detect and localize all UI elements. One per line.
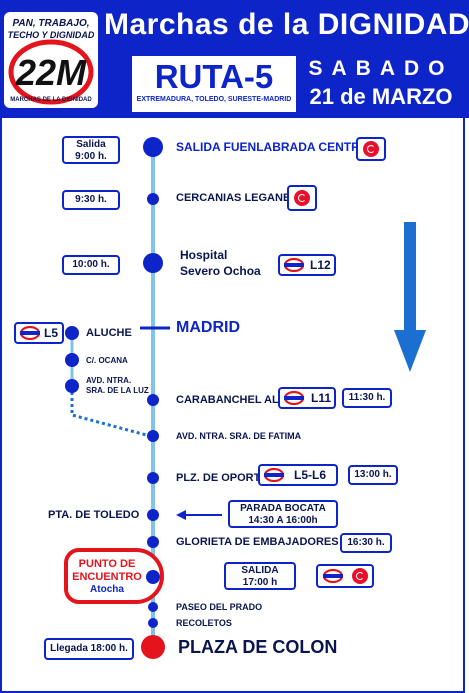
logo-line-2: TECHO Y DIGNIDAD bbox=[8, 30, 95, 40]
time-box-embajadores: 16:30 h. bbox=[340, 533, 392, 553]
route-subtitle: EXTREMADURA, TOLEDO, SURESTE-MADRID bbox=[136, 96, 292, 103]
stop-label-leganes: CERCANIAS LEGANES bbox=[176, 192, 298, 204]
time-box-oporto: 13:00 h. bbox=[348, 465, 398, 485]
time-box-carabanchel: 11:30 h. bbox=[342, 388, 392, 408]
metro-icon bbox=[263, 468, 285, 482]
stop-label-fuenlabrada: SALIDA FUENLABRADA CENTRAL bbox=[176, 140, 376, 154]
stop-label-luz-2: SRA. DE LA LUZ bbox=[86, 386, 149, 395]
metro-icon bbox=[322, 569, 344, 583]
time-box-colon: Llegada 18:00 h. bbox=[44, 638, 134, 660]
time-bocata-value: 14:30 A 16:00h bbox=[248, 515, 318, 526]
stop-label-aluche: ALUCHE bbox=[86, 327, 132, 339]
time-box-salida: Salida 9:00 h. bbox=[62, 136, 120, 164]
time-box-bocata: PARADA BOCATA 14:30 A 16:00h bbox=[228, 500, 338, 528]
metro-box-aluche: L5 bbox=[14, 322, 64, 344]
stop-label-carabanchel: CARABANCHEL ALTO bbox=[176, 394, 293, 406]
transport-box-atocha bbox=[316, 564, 374, 588]
stop-label-hospital-1: Hospital bbox=[180, 248, 228, 262]
logo-bottom: MARCHAS DE LA DIGNIDAD bbox=[10, 97, 92, 103]
time-bocata-label: PARADA BOCATA bbox=[240, 503, 326, 514]
stop-label-embajadores: GLORIETA DE EMBAJADORES bbox=[176, 536, 339, 548]
stop-label-recoletos: RECOLETOS bbox=[176, 618, 232, 628]
metro-line-oporto: L5-L6 bbox=[294, 468, 327, 482]
stop-label-prado: PASEO DEL PRADO bbox=[176, 602, 263, 612]
metro-line-aluche: L5 bbox=[44, 326, 59, 340]
time-box-hospital: 10:00 h. bbox=[62, 255, 120, 275]
metro-box-hospital: L12 bbox=[278, 254, 336, 276]
time-salida-value: 9:00 h. bbox=[75, 151, 107, 162]
metro-icon bbox=[283, 258, 305, 272]
22m-logo: PAN, TRABAJO, TECHO Y DIGNIDAD 22M MARCH… bbox=[4, 12, 98, 108]
logo-line-1: PAN, TRABAJO, bbox=[12, 18, 89, 29]
stop-label-luz-1: AVD. NTRA. bbox=[86, 376, 132, 385]
time-box-leganes: 9:30 h. bbox=[62, 190, 120, 210]
stop-label-fatima: AVD. NTRA. SRA. DE FATIMA bbox=[176, 431, 302, 441]
stop-label-ocana: C/. OCANA bbox=[86, 356, 128, 365]
stop-label-hospital-2: Severo Ochoa bbox=[180, 264, 261, 278]
header-banner: PAN, TRABAJO, TECHO Y DIGNIDAD 22M MARCH… bbox=[0, 0, 469, 118]
logo-mark: 22M bbox=[15, 52, 87, 93]
day-label: SABADO bbox=[308, 57, 454, 80]
meeting-point-line-1: PUNTO DE bbox=[78, 558, 136, 570]
time-atocha-value: 17:00 h bbox=[242, 577, 278, 588]
cercanias-icon bbox=[294, 190, 310, 206]
time-box-atocha: SALIDA 17:00 h bbox=[224, 562, 296, 590]
poster-frame bbox=[0, 118, 465, 693]
meeting-point-line-3: Atocha bbox=[90, 584, 124, 595]
stop-label-toledo: PTA. DE TOLEDO bbox=[48, 509, 140, 521]
metro-line-carabanchel: L11 bbox=[311, 391, 332, 405]
metro-box-oporto: L5-L6 bbox=[258, 464, 338, 486]
date-label: 21 de MARZO bbox=[309, 84, 453, 109]
metro-line-hospital: L12 bbox=[310, 258, 331, 272]
metro-icon bbox=[283, 391, 305, 405]
metro-box-carabanchel: L11 bbox=[278, 387, 336, 409]
cercanias-box-fuenlabrada bbox=[356, 137, 386, 161]
poster-title: Marchas de la DIGNIDAD bbox=[104, 8, 469, 41]
time-atocha-label: SALIDA bbox=[241, 565, 279, 576]
stop-label-madrid: MADRID bbox=[176, 319, 240, 336]
stop-label-oporto: PLZ. DE OPORTO bbox=[176, 472, 269, 484]
meeting-point-callout: PUNTO DE ENCUENTRO Atocha bbox=[64, 548, 164, 604]
stop-label-colon: PLAZA DE COLON bbox=[178, 637, 338, 657]
cercanias-box-leganes bbox=[287, 185, 317, 211]
time-salida-label: Salida bbox=[76, 139, 106, 150]
meeting-point-line-2: ENCUENTRO bbox=[72, 571, 142, 583]
metro-icon bbox=[19, 326, 41, 340]
cercanias-icon bbox=[363, 141, 379, 157]
cercanias-icon bbox=[352, 568, 368, 584]
route-box: RUTA-5 EXTREMADURA, TOLEDO, SURESTE-MADR… bbox=[130, 54, 298, 114]
route-name: RUTA-5 bbox=[154, 58, 274, 95]
